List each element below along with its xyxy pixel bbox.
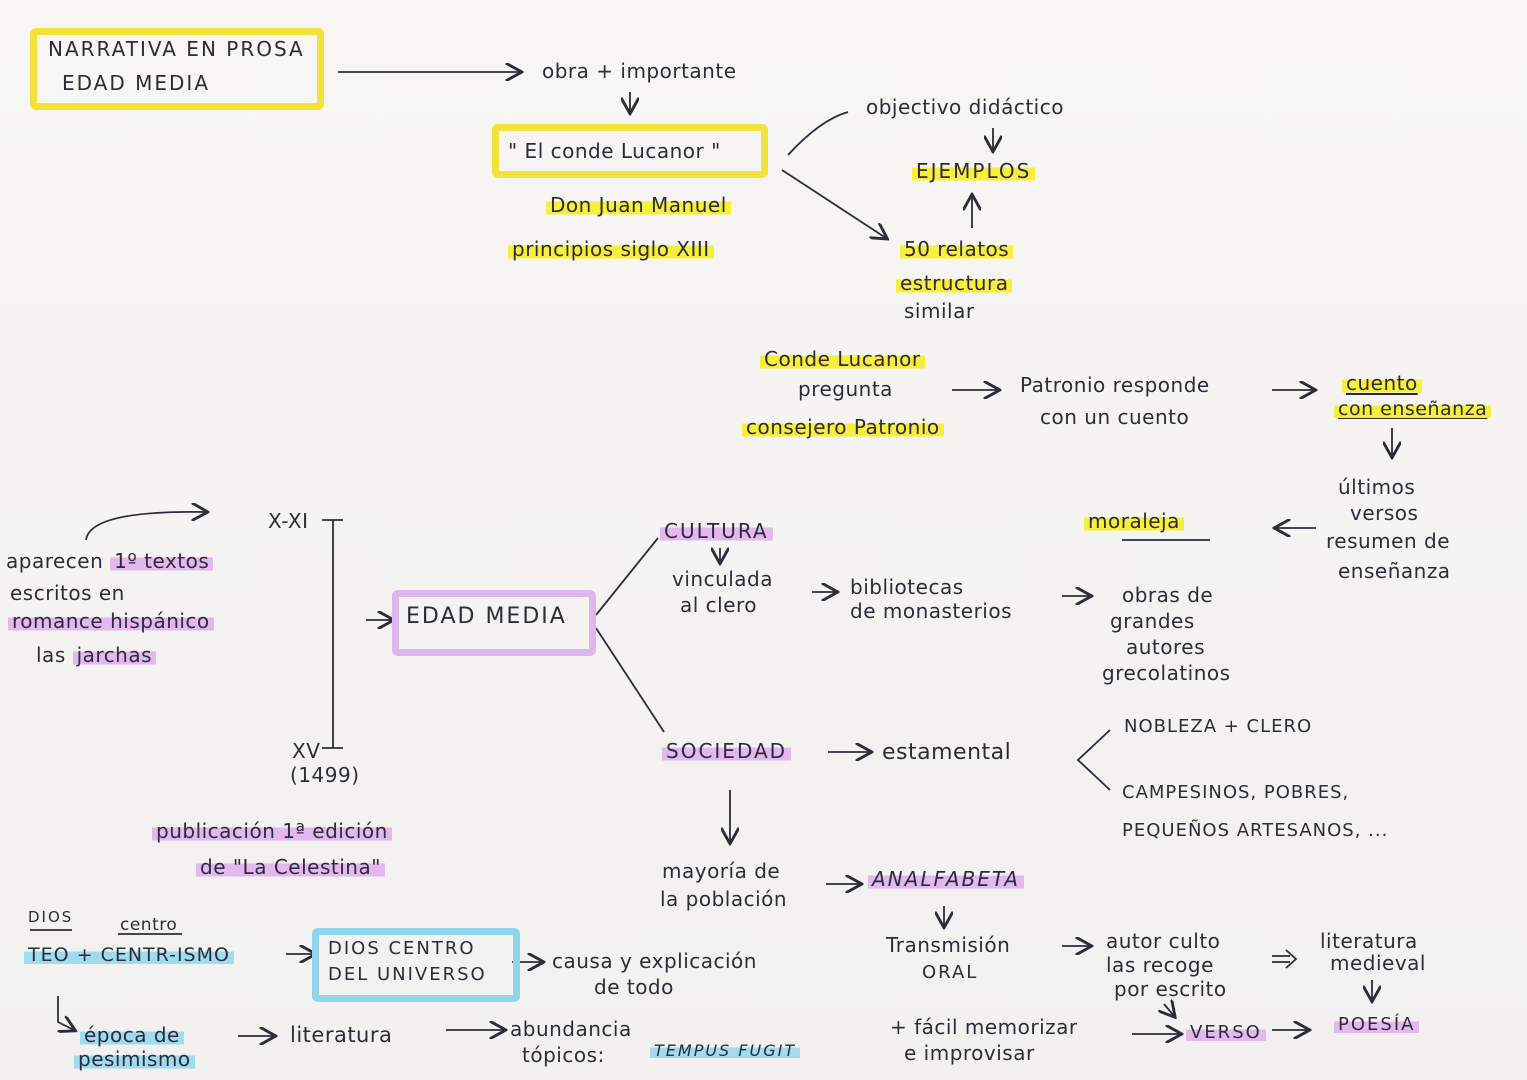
patronio-responde: Patronio responde <box>1020 373 1210 397</box>
objetivo-didactico: objectivo didáctico <box>866 95 1064 119</box>
obra-importante: obra + importante <box>542 59 737 83</box>
tempus-fugit: TEMPUS FUGIT <box>650 1038 801 1064</box>
autores: autores <box>1126 635 1206 659</box>
pregunta-label: pregunta <box>798 377 893 401</box>
dios-small: DIOS <box>28 908 74 926</box>
centro-small: centro <box>120 915 178 935</box>
improvisar: e improvisar <box>904 1041 1035 1065</box>
siglo-inicio: X-XI <box>268 509 309 533</box>
page-title-line2: EDAD MEDIA <box>62 71 210 95</box>
nobleza-clero: NOBLEZA + CLERO <box>1124 716 1313 737</box>
arrow-right-icon <box>1272 949 1298 969</box>
lucanor-date: principios siglo XIII <box>508 236 714 262</box>
arrow-down-icon <box>58 996 74 1030</box>
las-recoge: las recoge <box>1106 953 1214 977</box>
aparecen-line2: escritos en <box>10 581 125 605</box>
con-ensenanza: con enseñanza <box>1334 396 1492 422</box>
monasterios-label: de monasterios <box>850 599 1013 623</box>
con-un-cuento: con un cuento <box>1040 405 1190 429</box>
literatura-teo: literatura <box>290 1023 393 1047</box>
ensenanza-label: enseñanza <box>1338 559 1451 583</box>
branch-cultura <box>595 537 659 616</box>
autor-culto: autor culto <box>1106 929 1221 953</box>
lucanor-title: " El conde Lucanor " <box>508 139 721 163</box>
arrow-right-icon <box>787 111 849 156</box>
campesinos: CAMPESINOS, POBRES, <box>1122 782 1350 803</box>
ejemplos-label: EJEMPLOS <box>912 158 1036 184</box>
aparecen-line4: las jarchas <box>36 642 157 668</box>
transmision-label: Transmisión <box>886 933 1011 957</box>
consejero-label: consejero Patronio <box>742 414 944 440</box>
dios-centro-line2: DEL UNIVERSO <box>328 964 487 985</box>
poesia-label: POESÍA <box>1334 1012 1420 1038</box>
sociedad-label: SOCIEDAD <box>662 738 792 764</box>
cuento-label: cuento <box>1342 370 1422 396</box>
page-title-line1: NARRATIVA EN PROSA <box>48 37 305 61</box>
arrow-right-icon <box>781 169 886 238</box>
similar-label: similar <box>904 299 975 323</box>
arrow-down-icon <box>1164 1004 1174 1016</box>
lucanor-author: Don Juan Manuel <box>546 192 731 218</box>
pesimismo-label: pesimismo <box>74 1046 195 1072</box>
resumen-label: resumen de <box>1326 529 1451 553</box>
moraleja-label: moraleja <box>1084 508 1184 534</box>
edad-media-box <box>392 590 596 656</box>
analfabeta-label: ANALFABETA <box>868 866 1024 892</box>
al-clero-label: al clero <box>680 593 758 617</box>
grandes: grandes <box>1110 609 1195 633</box>
causa-label: causa y explicación <box>552 949 757 973</box>
branch-sociedad <box>595 627 665 733</box>
anio-1499: (1499) <box>290 763 360 787</box>
estamental-label: estamental <box>882 740 1012 765</box>
bibliotecas-label: bibliotecas <box>850 575 964 599</box>
epoca-label: época de <box>80 1022 184 1048</box>
dios-centro-box <box>312 928 520 1002</box>
literatura-label: literatura <box>1320 929 1418 953</box>
cultura-label: CULTURA <box>660 518 773 544</box>
edad-media-label: EDAD MEDIA <box>406 604 567 629</box>
grecolatinos: grecolatinos <box>1102 661 1231 685</box>
facil-memorizar: + fácil memorizar <box>890 1015 1078 1039</box>
obras-de: obras de <box>1122 583 1214 607</box>
vinculada-label: vinculada <box>672 567 774 591</box>
aparecen-line3: romance hispánico <box>8 608 214 634</box>
dios-centro-line1: DIOS CENTRO <box>328 938 476 959</box>
ultimos-label: últimos <box>1338 475 1416 499</box>
relatos-label: 50 relatos <box>900 236 1014 262</box>
mayoria-label: mayoría de <box>662 859 781 883</box>
estructura-label: estructura <box>896 270 1013 296</box>
publicacion-line1: publicación 1ª edición <box>152 818 392 844</box>
medieval-label: medieval <box>1330 951 1426 975</box>
por-escrito: por escrito <box>1114 977 1227 1001</box>
aparecen-line1: aparecen 1º textos <box>6 548 214 574</box>
teocentrismo-label: TEO + CENTR-ISMO <box>24 942 234 968</box>
poblacion-label: la población <box>660 887 788 911</box>
arrow-right-icon <box>85 512 206 541</box>
versos-label: versos <box>1350 501 1419 525</box>
de-todo-label: de todo <box>594 975 674 999</box>
conde-lucanor-label: Conde Lucanor <box>760 346 925 372</box>
topicos-label: tópicos: <box>522 1043 605 1067</box>
oral-label: ORAL <box>922 962 979 983</box>
artesanos: PEQUEÑOS ARTESANOS, ... <box>1122 820 1389 841</box>
lucanor-box <box>492 124 768 178</box>
abundancia-label: abundancia <box>510 1017 632 1041</box>
brace-icon <box>1076 729 1111 791</box>
siglo-fin: XV <box>292 739 321 763</box>
title-box <box>30 28 324 110</box>
verso-label: VERSO <box>1186 1020 1266 1046</box>
publicacion-line2: de "La Celestina" <box>196 854 385 880</box>
